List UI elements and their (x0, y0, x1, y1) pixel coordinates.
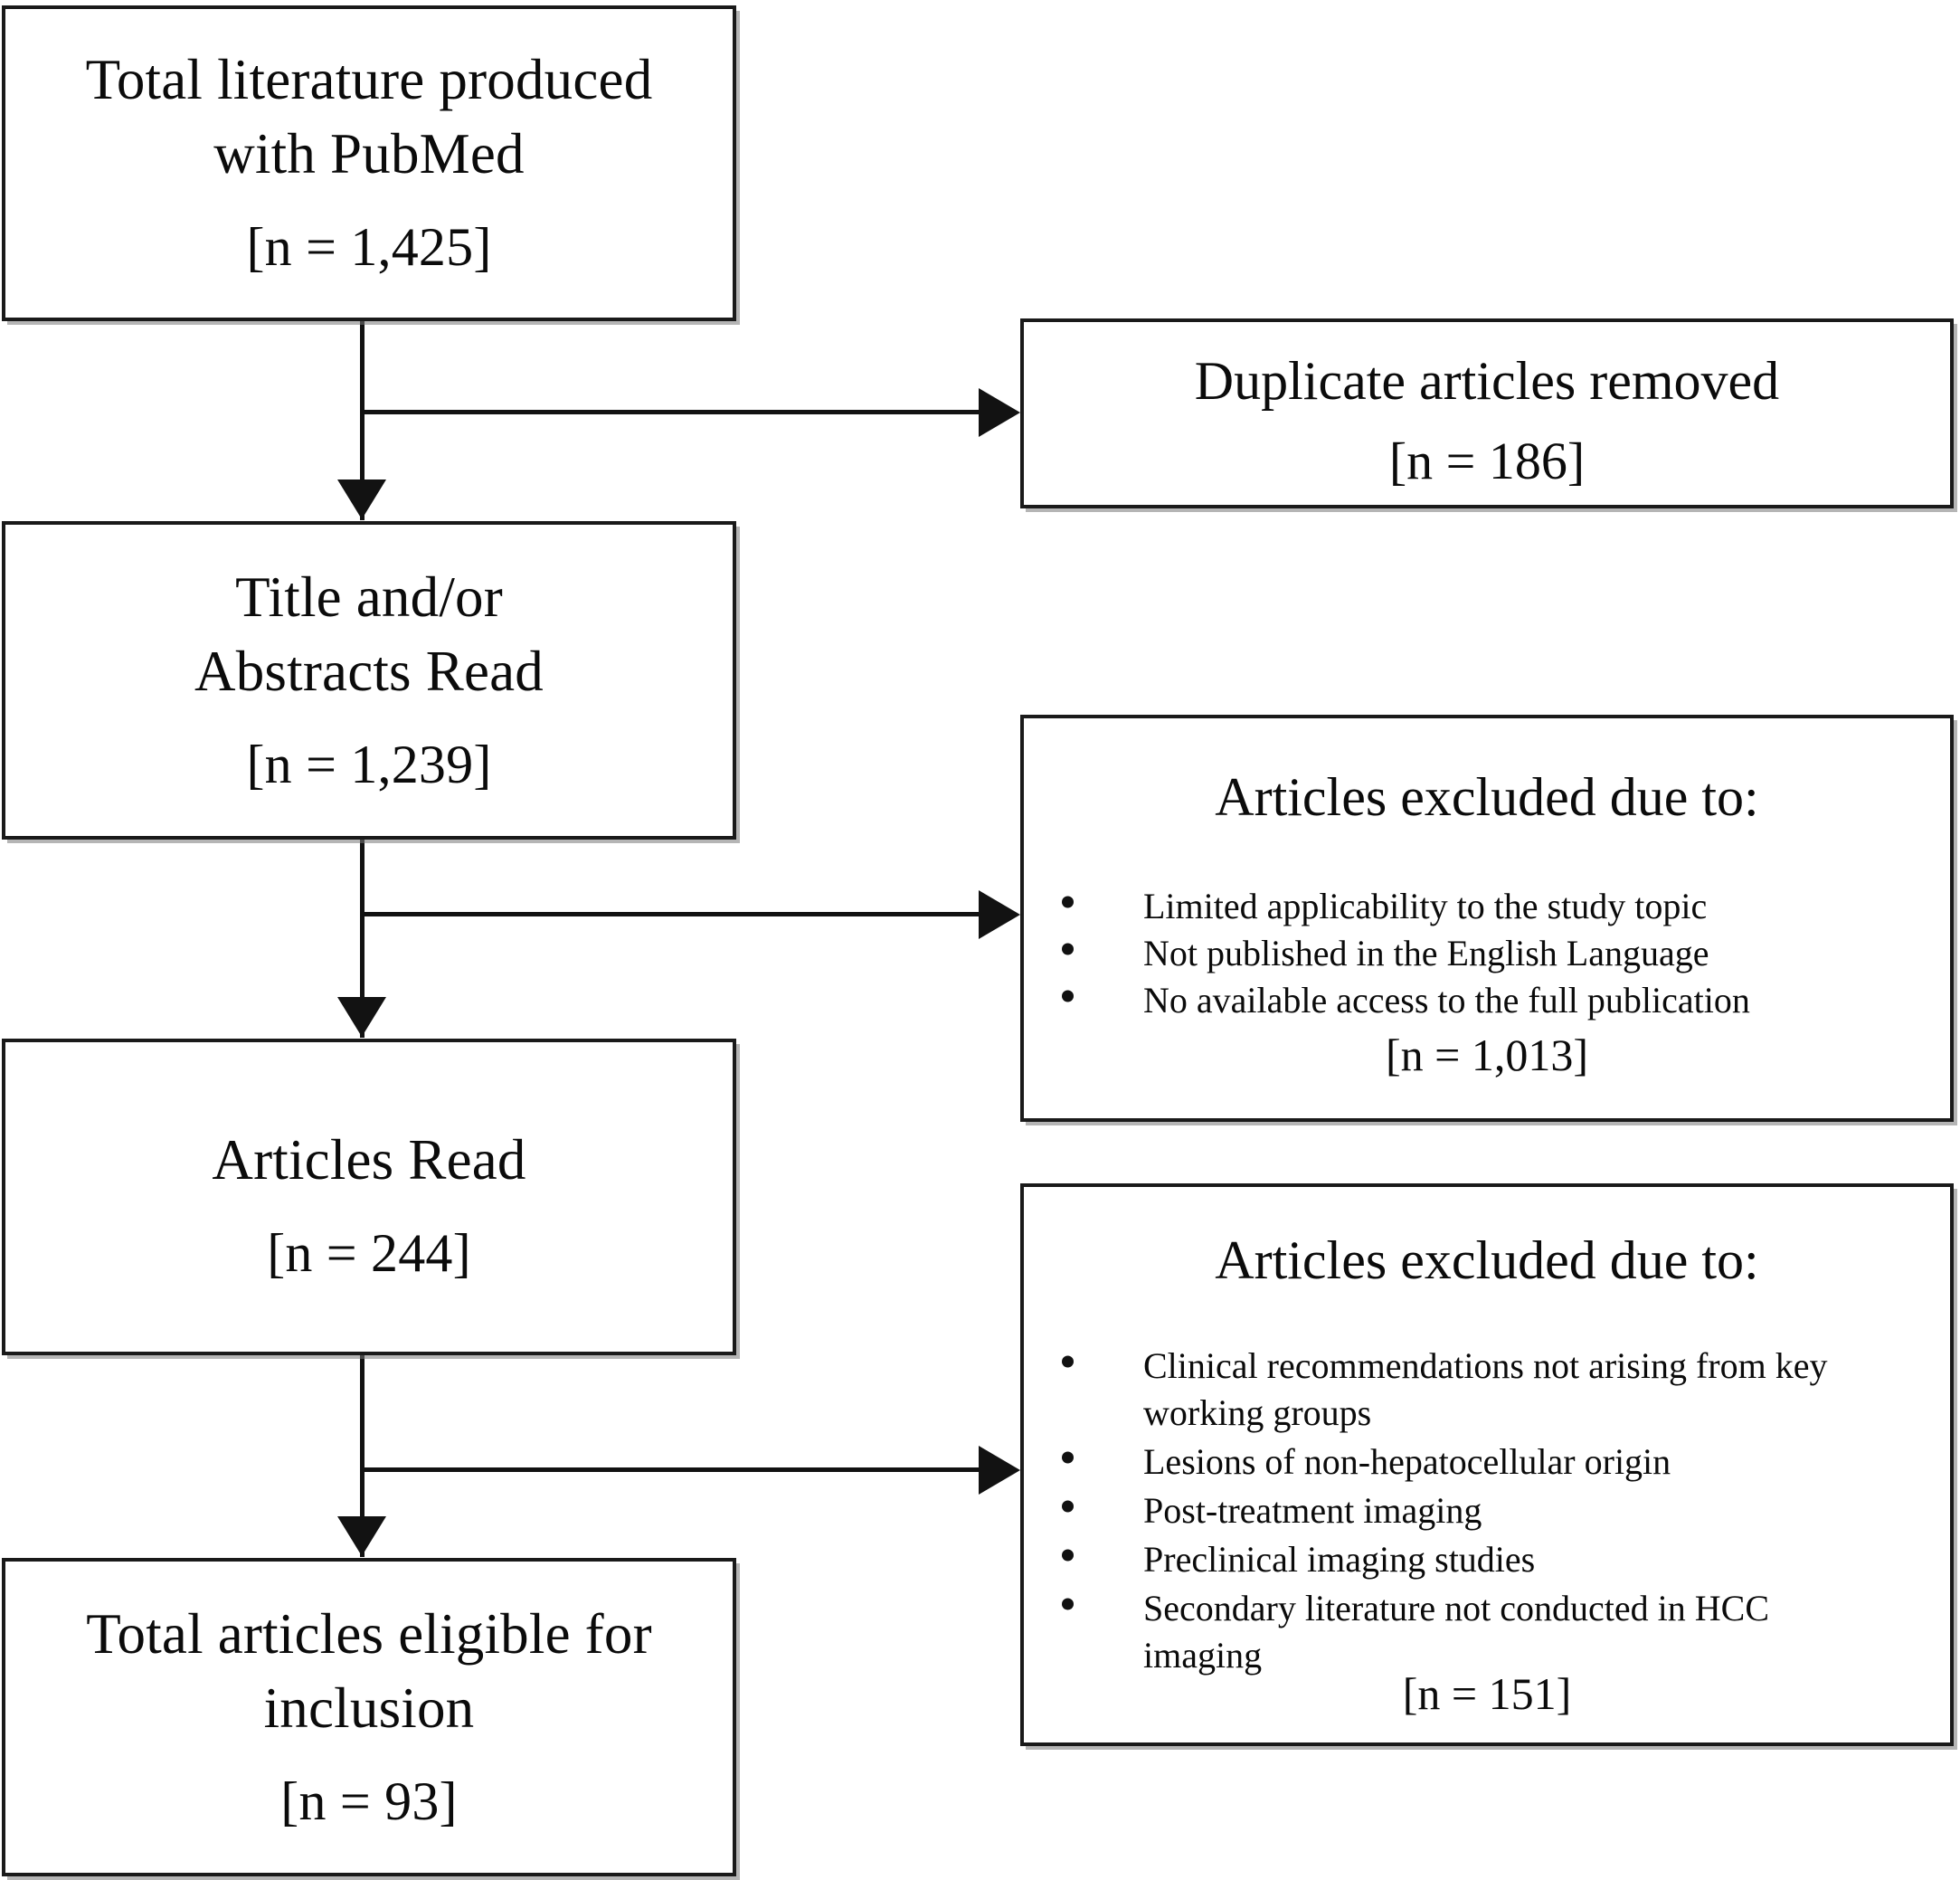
connector-branch-2 (360, 912, 984, 916)
node-duplicates-removed-heading: Duplicate articles removed (1194, 351, 1780, 411)
node-identification-line-2: with PubMed (213, 121, 525, 185)
node-eligibility-count: [n = 244] (267, 1222, 471, 1283)
list-item: Not published in the English Language (1024, 930, 1950, 977)
bullet-text: Clinical recommendations not arising fro… (1143, 1345, 1828, 1433)
list-item: Limited applicability to the study topic (1024, 883, 1950, 930)
node-included: Total articles eligible for inclusion [n… (2, 1558, 736, 1876)
list-item: Preclinical imaging studies (1024, 1536, 1950, 1583)
node-excluded-after-full-text-bullets: Clinical recommendations not arising fro… (1024, 1343, 1950, 1681)
node-eligibility: Articles Read [n = 244] (2, 1039, 736, 1355)
bullet-text: Post-treatment imaging (1143, 1490, 1482, 1531)
arrow-to-excluded-after-screening (979, 890, 1020, 939)
bullet-text: Lesions of non-hepatocellular origin (1143, 1441, 1671, 1482)
node-screening-line-2: Abstracts Read (194, 639, 544, 703)
arrow-to-included (337, 1516, 386, 1556)
arrow-to-excluded-after-full-text (979, 1446, 1020, 1495)
connector-vertical-2 (360, 837, 365, 1038)
bullet-text: Secondary literature not conducted in HC… (1143, 1588, 1770, 1676)
node-included-line-1: Total articles eligible for (86, 1602, 652, 1666)
arrow-to-eligibility (337, 997, 386, 1037)
node-screening: Title and/or Abstracts Read [n = 1,239] (2, 521, 736, 840)
bullet-text: Preclinical imaging studies (1143, 1539, 1536, 1580)
node-identification: Total literature produced with PubMed [n… (2, 5, 736, 321)
node-eligibility-line-1: Articles Read (212, 1128, 526, 1192)
connector-vertical-3 (360, 1353, 365, 1557)
node-duplicates-removed: Duplicate articles removed [n = 186] (1020, 318, 1954, 508)
bullet-dot-icon (1062, 1355, 1074, 1368)
node-screening-count: [n = 1,239] (246, 734, 492, 794)
node-excluded-after-full-text-heading: Articles excluded due to: (1215, 1230, 1759, 1290)
bullet-dot-icon (1062, 1549, 1074, 1562)
bullet-dot-icon (1062, 1451, 1074, 1464)
list-item: Secondary literature not conducted in HC… (1024, 1585, 1950, 1679)
node-excluded-after-screening-heading: Articles excluded due to: (1215, 767, 1759, 827)
bullet-text: Not published in the English Language (1143, 933, 1709, 973)
node-screening-line-1: Title and/or (235, 565, 503, 629)
bullet-dot-icon (1062, 1500, 1074, 1513)
arrow-to-screening (337, 479, 386, 519)
list-item: Clinical recommendations not arising fro… (1024, 1343, 1950, 1437)
node-excluded-after-full-text: Articles excluded due to: Clinical recom… (1020, 1183, 1954, 1746)
connector-branch-3 (360, 1467, 984, 1472)
node-excluded-after-screening-bullets: Limited applicability to the study topic… (1024, 883, 1950, 1024)
bullet-dot-icon (1062, 990, 1074, 1002)
list-item: No available access to the full publicat… (1024, 977, 1950, 1024)
bullet-text: No available access to the full publicat… (1143, 980, 1750, 1021)
node-identification-line-1: Total literature produced (85, 48, 653, 111)
arrow-to-duplicates-removed (979, 388, 1020, 437)
connector-vertical-1 (360, 319, 365, 520)
node-duplicates-removed-count: [n = 186] (1388, 432, 1586, 490)
bullet-text: Limited applicability to the study topic (1143, 886, 1708, 926)
connector-branch-1 (360, 410, 984, 414)
bullet-dot-icon (1062, 1598, 1074, 1610)
bullet-dot-icon (1062, 943, 1074, 955)
list-item: Post-treatment imaging (1024, 1487, 1950, 1534)
node-excluded-after-screening-count: [n = 1,013] (1386, 1030, 1588, 1080)
node-identification-count: [n = 1,425] (246, 216, 492, 277)
bullet-dot-icon (1062, 896, 1074, 908)
node-included-line-2: inclusion (263, 1676, 475, 1740)
list-item: Lesions of non-hepatocellular origin (1024, 1438, 1950, 1486)
node-excluded-after-screening: Articles excluded due to: Limited applic… (1020, 715, 1954, 1122)
node-included-count: [n = 93] (280, 1771, 458, 1831)
node-excluded-after-full-text-count: [n = 151] (1402, 1668, 1572, 1719)
